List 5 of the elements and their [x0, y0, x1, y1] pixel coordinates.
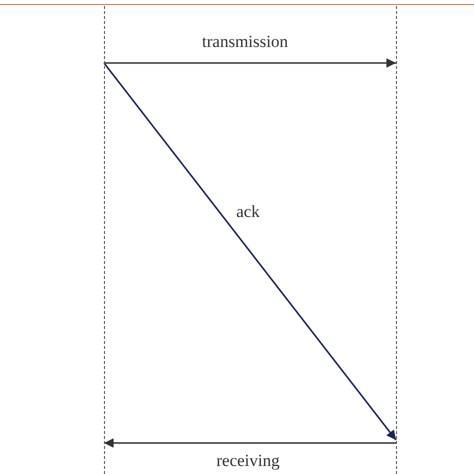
arrow — [104, 58, 396, 68]
arrow — [104, 438, 396, 448]
lifeline — [104, 6, 105, 474]
arrow — [103, 62, 397, 440]
lifeline — [396, 6, 397, 474]
